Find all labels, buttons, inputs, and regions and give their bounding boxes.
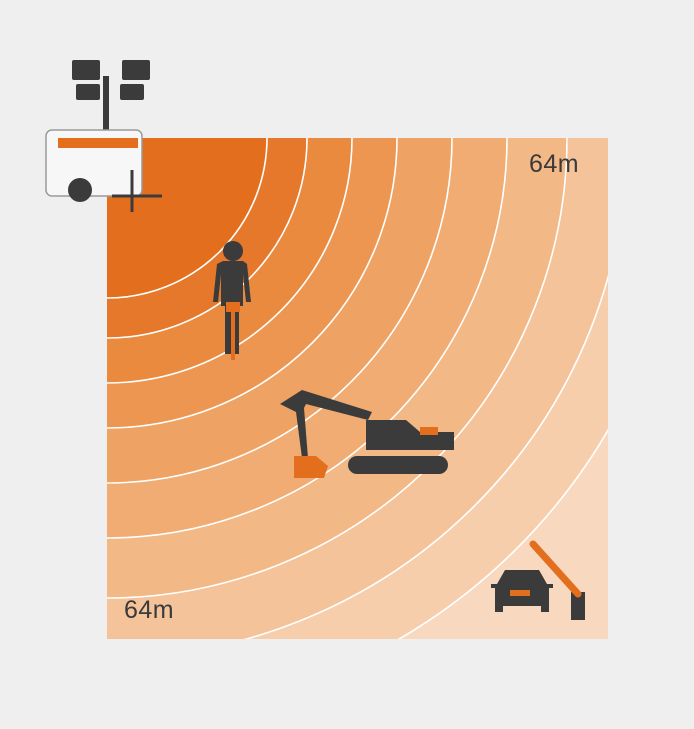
distance-label-top: 64m: [529, 150, 579, 179]
distance-label-bottom: 64m: [124, 596, 174, 625]
